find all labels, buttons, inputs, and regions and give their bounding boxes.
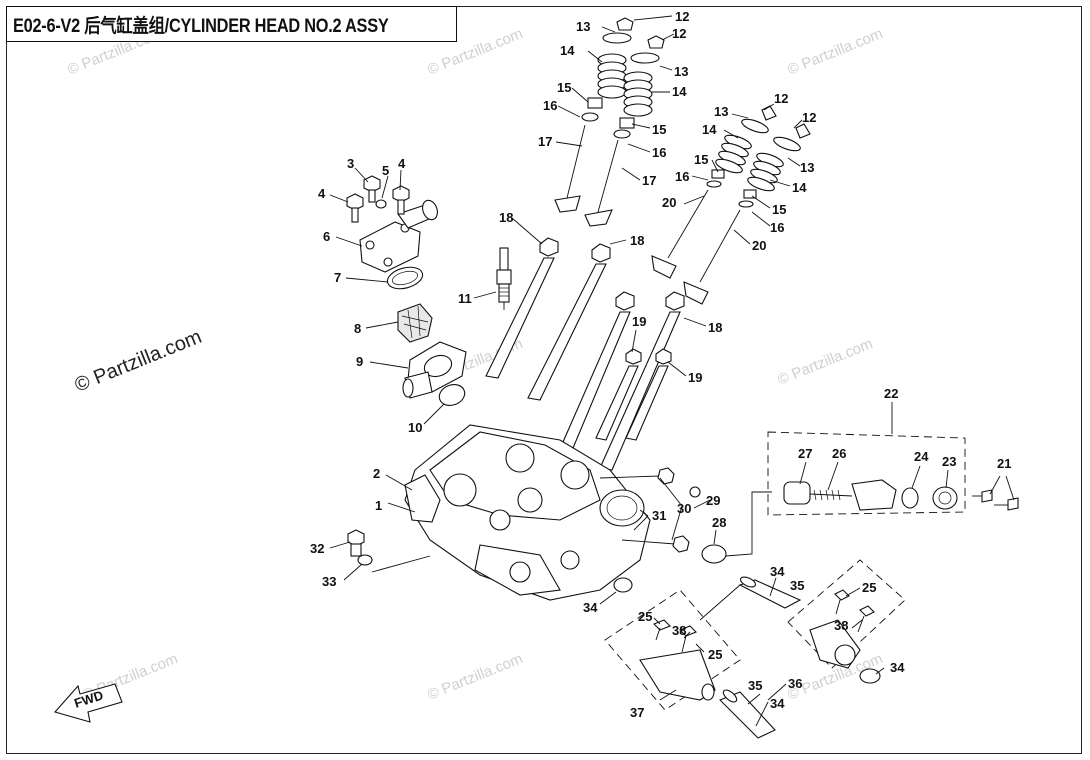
callout-35b: 35: [748, 678, 762, 693]
thermostat: [397, 303, 433, 343]
callout-18c: 18: [708, 320, 722, 335]
callout-34a: 34: [583, 600, 598, 615]
callout-14c: 14: [702, 122, 717, 137]
diagram-frame: [6, 6, 1082, 754]
callout-10: 10: [408, 420, 422, 435]
rocker-shafts: [699, 576, 802, 739]
cover-bolts: [346, 175, 410, 223]
callout-16a: 16: [543, 98, 557, 113]
callout-8: 8: [354, 321, 361, 336]
o-ring-28: [701, 544, 727, 564]
callout-32: 32: [310, 541, 324, 556]
callout-28: 28: [712, 515, 726, 530]
callout-6: 6: [323, 229, 330, 244]
callout-14b: 14: [672, 84, 687, 99]
leader-lines: [329, 15, 1015, 727]
callout-20a: 20: [662, 195, 676, 210]
callout-19a: 19: [632, 314, 646, 329]
callout-4a: 4: [318, 186, 326, 201]
callout-29: 29: [706, 493, 720, 508]
callout-34d: 34: [770, 696, 785, 711]
callout-12b: 12: [672, 26, 686, 41]
callout-11: 11: [458, 291, 472, 306]
callout-24: 24: [914, 449, 929, 464]
callout-23: 23: [942, 454, 956, 469]
intake-valves: [554, 124, 619, 227]
drain-plug: [347, 529, 431, 573]
callout-34c: 34: [890, 660, 905, 675]
callout-15c: 15: [694, 152, 708, 167]
spark-plug: [496, 247, 512, 310]
callout-27: 27: [798, 446, 812, 461]
callout-26: 26: [832, 446, 846, 461]
callout-2: 2: [373, 466, 380, 481]
watermark-7: © Partzilla.com: [425, 650, 525, 704]
o-ring-7: [386, 266, 424, 290]
callout-16b: 16: [652, 145, 666, 160]
callout-12a: 12: [675, 9, 689, 24]
callout-16d: 16: [770, 220, 784, 235]
callout-33: 33: [322, 574, 336, 589]
diagram-title-box: E02-6-V2 后气缸盖组/CYLINDER HEAD NO.2 ASSY: [6, 6, 457, 42]
washer-34: [613, 577, 633, 593]
thermostat-cover: [359, 199, 438, 273]
callout-numbers: 1 2 3 4 4 5 6 7 8 9 10 11 12 12 12 12 13…: [310, 9, 1011, 720]
valve-springs-exhaust: [706, 105, 811, 208]
watermark-main: © Partzilla.com: [72, 326, 205, 397]
watermark-5: © Partzilla.com: [775, 335, 875, 389]
callout-17a: 17: [538, 134, 552, 149]
rocker-assembly-right: [787, 559, 906, 684]
callout-12c: 12: [774, 91, 788, 106]
callout-34b: 34: [770, 564, 785, 579]
callout-13a: 13: [576, 19, 590, 34]
rocker-assembly-left: [604, 589, 741, 711]
callout-15d: 15: [772, 202, 786, 217]
callout-31: 31: [652, 508, 666, 523]
callout-36: 36: [788, 676, 802, 691]
watermark-3: © Partzilla.com: [785, 25, 885, 79]
callout-18a: 18: [499, 210, 513, 225]
callout-19b: 19: [688, 370, 702, 385]
callout-5: 5: [382, 163, 389, 178]
callout-4b: 4: [398, 156, 406, 171]
callout-21: 21: [997, 456, 1011, 471]
callout-13b: 13: [674, 64, 688, 79]
callout-7: 7: [334, 270, 341, 285]
head-bolts: [485, 237, 685, 471]
callout-25c: 25: [862, 580, 876, 595]
callout-13c: 13: [714, 104, 728, 119]
callout-38a: 38: [672, 623, 686, 638]
callout-9: 9: [356, 354, 363, 369]
callout-25a: 25: [638, 609, 652, 624]
cylinder-head: [404, 424, 651, 601]
tensioner-assembly: [767, 431, 1019, 516]
callout-14d: 14: [792, 180, 807, 195]
diagram-title: E02-6-V2 后气缸盖组/CYLINDER HEAD NO.2 ASSY: [13, 15, 389, 37]
callout-12d: 12: [802, 110, 816, 125]
exhaust-valves: [651, 189, 741, 305]
callout-37: 37: [630, 705, 644, 720]
callout-30: 30: [677, 501, 691, 516]
callout-14a: 14: [560, 43, 575, 58]
callout-18b: 18: [630, 233, 644, 248]
callout-15b: 15: [652, 122, 666, 137]
thermostat-housing: [402, 341, 467, 399]
callout-17b: 17: [642, 173, 656, 188]
callout-20b: 20: [752, 238, 766, 253]
callout-25b: 25: [708, 647, 722, 662]
callout-16c: 16: [675, 169, 689, 184]
callout-22: 22: [884, 386, 898, 401]
callout-38b: 38: [834, 618, 848, 633]
fwd-arrow: FWD: [54, 683, 123, 723]
callout-13d: 13: [800, 160, 814, 175]
callout-15a: 15: [557, 80, 571, 95]
o-ring-10: [438, 384, 466, 406]
callout-35a: 35: [790, 578, 804, 593]
callout-3: 3: [347, 156, 354, 171]
valve-springs-intake: [581, 17, 665, 139]
callout-1: 1: [375, 498, 382, 513]
